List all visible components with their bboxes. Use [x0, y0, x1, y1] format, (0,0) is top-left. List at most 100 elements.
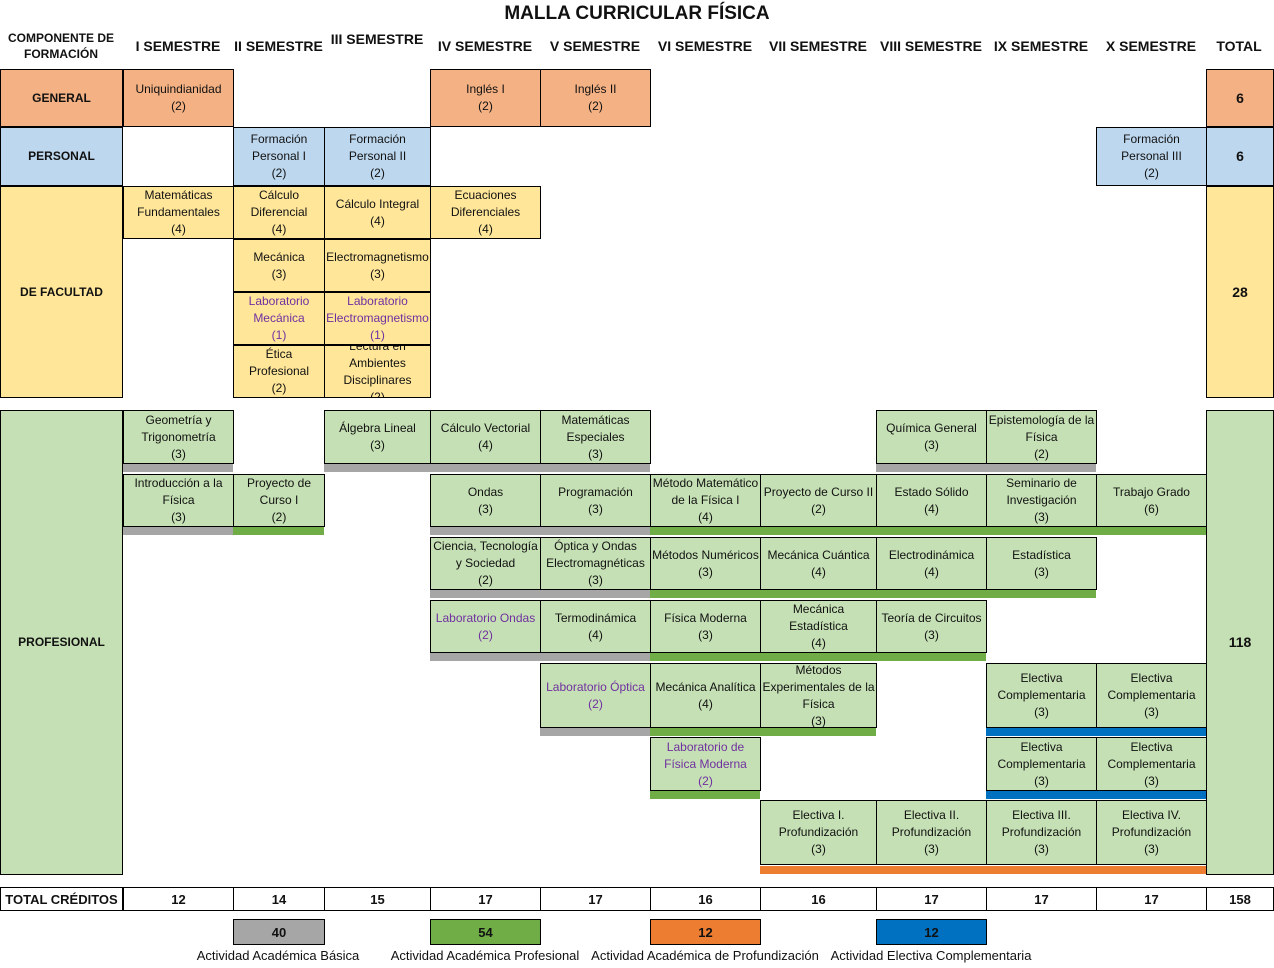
course-name: Laboratorio Mecánica: [248, 294, 310, 325]
course-credits: (3): [171, 446, 186, 461]
course-name: Electiva Complementaria: [1107, 671, 1196, 702]
course-credits: (3): [370, 266, 385, 281]
course-etica: Ética Profesional (2): [233, 345, 325, 398]
course-elcomp2: Electiva Complementaria(3): [1096, 663, 1207, 728]
course-elcomp1: Electiva Complementaria (3): [986, 663, 1097, 728]
course-credits: (2): [370, 166, 385, 180]
component-label-de-facultad: DE FACULTAD: [0, 186, 123, 398]
course-calcvec: Cálculo Vectorial(4): [430, 410, 541, 464]
course-name: Laboratorio Óptica: [546, 679, 645, 694]
course-credits: (3): [588, 501, 603, 516]
course-solido: Estado Sólido(4): [876, 474, 987, 527]
course-credits: (3): [698, 627, 713, 642]
legend-swatch: 40: [233, 919, 325, 945]
course-name: Mecánica: [253, 249, 305, 264]
course-ingles1: Inglés I(2): [430, 69, 541, 127]
component-total: 118: [1206, 410, 1274, 875]
course-name: Laboratorio Ondas: [435, 610, 536, 625]
course-credits: (4): [811, 636, 826, 650]
grand-total: 158: [1206, 887, 1274, 911]
course-name: Métodos Experimentales de la Física: [762, 663, 875, 711]
course-name: Laboratorio Electromagnetismo: [326, 294, 429, 325]
course-cts: Ciencia, Tecnología y Sociedad (2): [430, 537, 541, 590]
course-name: Método Matemático de la Física I: [652, 476, 759, 507]
course-geom: Geometría y Trigonometría (3): [123, 410, 234, 464]
course-credits: (4): [588, 627, 603, 642]
course-name: Electiva I. Profundización: [778, 808, 859, 839]
course-labondas: Laboratorio Ondas(2): [430, 600, 541, 653]
legend-swatch: 54: [430, 919, 541, 945]
course-name: Formación Personal III: [1121, 132, 1182, 163]
course-credits: (4): [478, 222, 493, 236]
activity-bar: [430, 590, 650, 598]
course-name: Mecánica Estadística: [789, 602, 848, 633]
course-ingles2: Inglés II(2): [540, 69, 651, 127]
semester-total: 14: [233, 887, 325, 911]
course-name: Ciencia, Tecnología y Sociedad: [433, 539, 538, 570]
course-calcint: Cálculo Integral(4): [324, 186, 431, 239]
course-elcomp4: Electiva Complementaria(3): [1096, 737, 1207, 791]
course-credits: (4): [924, 564, 939, 579]
course-mecanica: Mecánica(3): [233, 239, 325, 292]
course-name: Química General: [886, 421, 977, 435]
course-mecq: Mecánica Cuántica(4): [760, 537, 877, 590]
course-elcomp3: Electiva Complementaria(3): [986, 737, 1097, 791]
legend-swatch: 12: [650, 919, 761, 945]
course-credits: (2): [271, 510, 287, 524]
course-credits: (2): [811, 501, 826, 516]
course-labfismod: Laboratorio de Física Moderna(2): [650, 737, 761, 791]
semester-header-4: IV SEMESTRE: [437, 38, 533, 54]
course-algebra: Álgebra Lineal (3): [324, 410, 431, 464]
course-credits: (4): [811, 564, 826, 579]
course-estad: Estadística(3): [986, 537, 1097, 590]
course-elprof3: Electiva III. Profundización(3): [986, 800, 1097, 865]
activity-bar: [650, 527, 1206, 535]
course-credits: (3): [370, 438, 385, 452]
activity-bar: [986, 791, 1206, 799]
course-lectura: Lectura en Ambientes Disciplinares(2): [324, 345, 431, 398]
course-credits: (2): [271, 381, 287, 395]
course-credits: (3): [1034, 773, 1049, 788]
semester-header-2: II SEMESTRE: [234, 38, 323, 54]
course-proy1: Proyecto de Curso I(2): [233, 474, 325, 527]
course-name: Inglés I: [466, 82, 505, 96]
course-metmat: Método Matemático de la Física I(4): [650, 474, 761, 527]
course-name: Electiva III. Profundización: [1001, 808, 1082, 839]
course-matesp: Matemáticas Especiales(3): [540, 410, 651, 464]
course-electrodin: Electrodinámica(4): [876, 537, 987, 590]
course-name: Matemáticas Fundamentales: [137, 188, 220, 219]
course-name: Geometría y Trigonometría: [141, 412, 216, 444]
legend-swatch: 12: [876, 919, 987, 945]
course-credits: (2): [1034, 446, 1049, 461]
course-matfund: Matemáticas Fundamentales(4): [123, 186, 234, 239]
course-credits: (2): [1144, 166, 1159, 180]
course-name: Matemáticas Especiales: [561, 412, 630, 444]
course-ecdif: Ecuaciones Diferenciales(4): [430, 186, 541, 239]
activity-bar: [123, 527, 233, 535]
legend-label: Actividad Académica Básica: [196, 948, 360, 963]
course-name: Laboratorio de Física Moderna: [664, 739, 747, 771]
course-credits: (3): [698, 564, 713, 579]
course-credits: (3): [171, 510, 186, 524]
course-credits: (3): [811, 713, 826, 728]
course-credits: (3): [924, 842, 939, 856]
activity-bar: [650, 653, 986, 661]
course-name: Introducción a la Física: [134, 476, 223, 507]
semester-total: 12: [123, 887, 234, 911]
course-name: Trabajo Grado: [1113, 484, 1190, 499]
course-name: Lectura en Ambientes Disciplinares: [343, 345, 412, 387]
course-metnum: Métodos Numéricos(3): [650, 537, 761, 590]
course-name: Álgebra Lineal: [339, 421, 416, 435]
component-label-profesional: PROFESIONAL: [0, 410, 123, 875]
course-name: Electiva Complementaria: [997, 671, 1086, 702]
course-credits: (2): [478, 573, 493, 587]
course-name: Formación Personal II: [348, 132, 407, 163]
course-name: Ética Profesional: [248, 347, 310, 378]
course-seminario: Seminario de Investigación(3): [986, 474, 1097, 527]
course-credits: (3): [1034, 705, 1049, 719]
course-mecest: Mecánica Estadística (4): [760, 600, 877, 653]
course-credits: (1): [271, 328, 287, 342]
course-elprof1: Electiva I. Profundización(3): [760, 800, 877, 865]
semester-header-9: IX SEMESTRE: [993, 38, 1089, 54]
course-name: Cálculo Vectorial: [440, 421, 531, 435]
